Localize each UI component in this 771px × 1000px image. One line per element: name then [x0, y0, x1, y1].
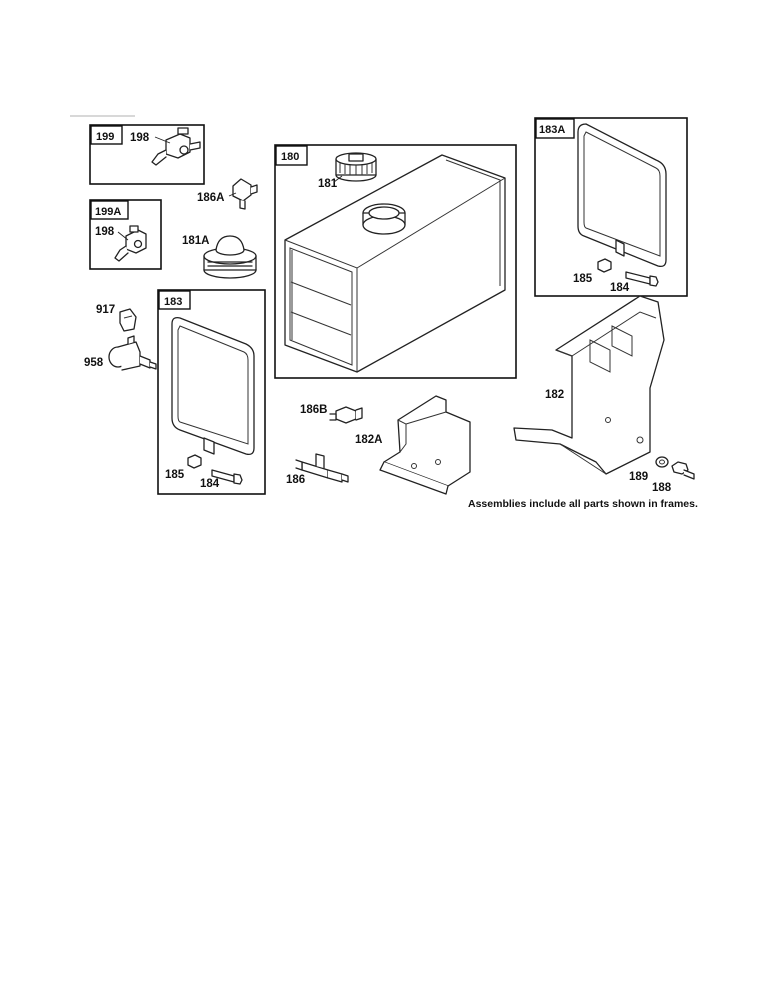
label-181: 181: [318, 178, 338, 190]
frame-tag-183a: 183A: [539, 124, 565, 136]
label-186b: 186B: [300, 404, 328, 416]
label-198-b: 198: [95, 226, 115, 238]
frame-183a: 183A 185 184: [534, 117, 688, 297]
tank-strap-183: [171, 316, 255, 456]
label-917: 917: [96, 304, 115, 316]
assemblies-note: Assemblies include all parts shown in fr…: [468, 498, 698, 510]
fuel-cap-181: [335, 152, 377, 182]
bracket-182a: [379, 395, 471, 495]
frame-tag-180: 180: [281, 151, 299, 163]
frame-183: 183 185 184: [157, 289, 266, 495]
label-189: 189: [629, 471, 648, 483]
label-184-b: 184: [200, 478, 220, 490]
shutoff-valve-198: [151, 127, 201, 166]
label-182a: 182A: [355, 434, 383, 446]
fitting-186b: [329, 406, 363, 424]
valve-958: [108, 335, 157, 371]
tee-fitting-186: [295, 453, 349, 483]
label-181a: 181A: [182, 235, 210, 247]
mounting-bracket-182: [513, 295, 665, 475]
label-182: 182: [545, 389, 564, 401]
frame-tag-199a: 199A: [95, 206, 121, 218]
label-188: 188: [652, 482, 672, 494]
clip-917: [119, 308, 137, 332]
washer-189: [655, 456, 669, 468]
screw-184: [625, 271, 659, 287]
label-185-a: 185: [573, 273, 593, 285]
label-186a: 186A: [197, 192, 225, 204]
frame-tag-199: 199: [96, 131, 114, 143]
label-198-a: 198: [130, 132, 150, 144]
label-184-a: 184: [610, 282, 630, 294]
vented-cap-181a: [203, 235, 257, 279]
frame-199a: 199A 198: [89, 199, 162, 270]
shutoff-valve-198: [114, 225, 147, 262]
nut-185: [597, 258, 612, 273]
label-186: 186: [286, 474, 305, 486]
screw-188: [671, 461, 695, 480]
label-958: 958: [84, 357, 104, 369]
screw-184: [211, 469, 243, 485]
label-185-b: 185: [165, 469, 185, 481]
tank-strap-183a: [577, 123, 667, 268]
frame-180: 180 181: [274, 144, 517, 379]
fuel-tank: [284, 154, 506, 373]
nut-185: [187, 454, 202, 469]
elbow-fitting-186a: [232, 178, 258, 210]
frame-199: 199 198: [89, 124, 205, 185]
frame-tag-183: 183: [164, 296, 182, 308]
